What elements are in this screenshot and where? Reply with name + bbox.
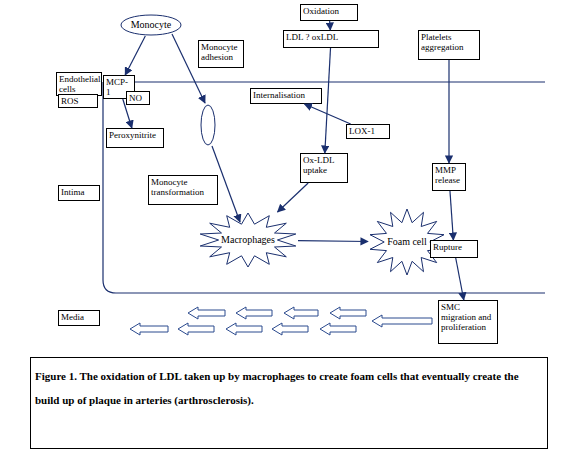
process-box: NO: [126, 91, 150, 105]
node-label: Peroxynitrite: [109, 130, 161, 140]
connector-arrow: [325, 48, 331, 153]
connector-arrow: [450, 191, 453, 240]
node-label: Macrophages: [221, 235, 275, 245]
connector-arrow: [448, 60, 449, 163]
process-box: Monocyte adhesion: [198, 40, 244, 68]
process-box: LOX-1: [346, 124, 390, 139]
connector-arrow: [329, 21, 331, 30]
endothelium-line: [103, 81, 545, 82]
connector-arrow: [123, 99, 132, 128]
process-box: Monocyte transformation: [148, 175, 218, 205]
connector-arrow: [456, 258, 464, 300]
node-label: SMC migration and proliferation: [441, 302, 495, 332]
migration-arrow: [320, 323, 356, 335]
migration-arrow: [272, 323, 308, 335]
migration-arrow: [130, 323, 168, 335]
process-box: LDL ? oxLDL: [283, 30, 379, 48]
node-label: Platelets aggregation: [421, 32, 477, 52]
process-box: Peroxynitrite: [106, 128, 164, 148]
migration-arrow: [284, 307, 318, 319]
process-box: Platelets aggregation: [418, 30, 480, 60]
node-label: Intima: [61, 187, 97, 197]
node-label: MMP release: [435, 165, 463, 185]
node-label: Rupture: [433, 242, 475, 252]
process-box: SMC migration and proliferation: [438, 300, 498, 344]
connector-arrow: [298, 240, 368, 242]
process-box: Media: [58, 310, 100, 326]
migration-arrow: [226, 323, 262, 335]
migration-arrow: [330, 307, 366, 319]
process-box: Ox-LDL uptake: [300, 153, 348, 183]
node-label: ROS: [61, 96, 95, 106]
connector-arrow: [278, 183, 309, 212]
adhering-monocyte: [201, 105, 215, 145]
vessel-wall-line: [103, 82, 545, 293]
caption-text: Figure 1. The oxidation of LDL taken up …: [35, 370, 519, 406]
process-box: Intima: [58, 185, 100, 201]
cell-ellipse: Monocyte: [120, 14, 182, 36]
node-label: LDL ? oxLDL: [286, 32, 376, 42]
node-label: Monocyte: [131, 20, 172, 30]
node-label: Ox-LDL uptake: [303, 155, 345, 175]
node-label: Foam cell: [387, 237, 427, 247]
migration-arrow: [178, 323, 214, 335]
ellipse-shape: [121, 15, 181, 35]
process-box: Internalisation: [250, 88, 322, 104]
node-label: Oxidation: [303, 6, 355, 16]
node-label: Media: [61, 312, 97, 322]
process-box: Rupture: [430, 240, 478, 258]
node-label: NO: [129, 93, 147, 103]
starburst-shape: [200, 213, 296, 267]
process-box: Endothelial cells: [56, 72, 102, 96]
migration-arrow: [372, 315, 432, 327]
process-box: ROS: [58, 94, 98, 108]
connector-arrow: [125, 36, 145, 75]
connector-arrow: [304, 104, 350, 124]
node-label: Monocyte adhesion: [201, 42, 241, 62]
migration-arrow: [188, 307, 225, 319]
node-label: Monocyte transformation: [151, 177, 215, 197]
process-box: MMP release: [432, 163, 466, 191]
node-label: LOX-1: [349, 126, 387, 136]
process-box: Oxidation: [300, 4, 358, 21]
node-label: Internalisation: [253, 90, 319, 100]
caption-box: Figure 1. The oxidation of LDL taken up …: [30, 357, 548, 449]
migration-arrow: [236, 307, 272, 319]
cell-starburst: Macrophages: [198, 212, 298, 268]
node-label: Endothelial cells: [59, 74, 99, 94]
